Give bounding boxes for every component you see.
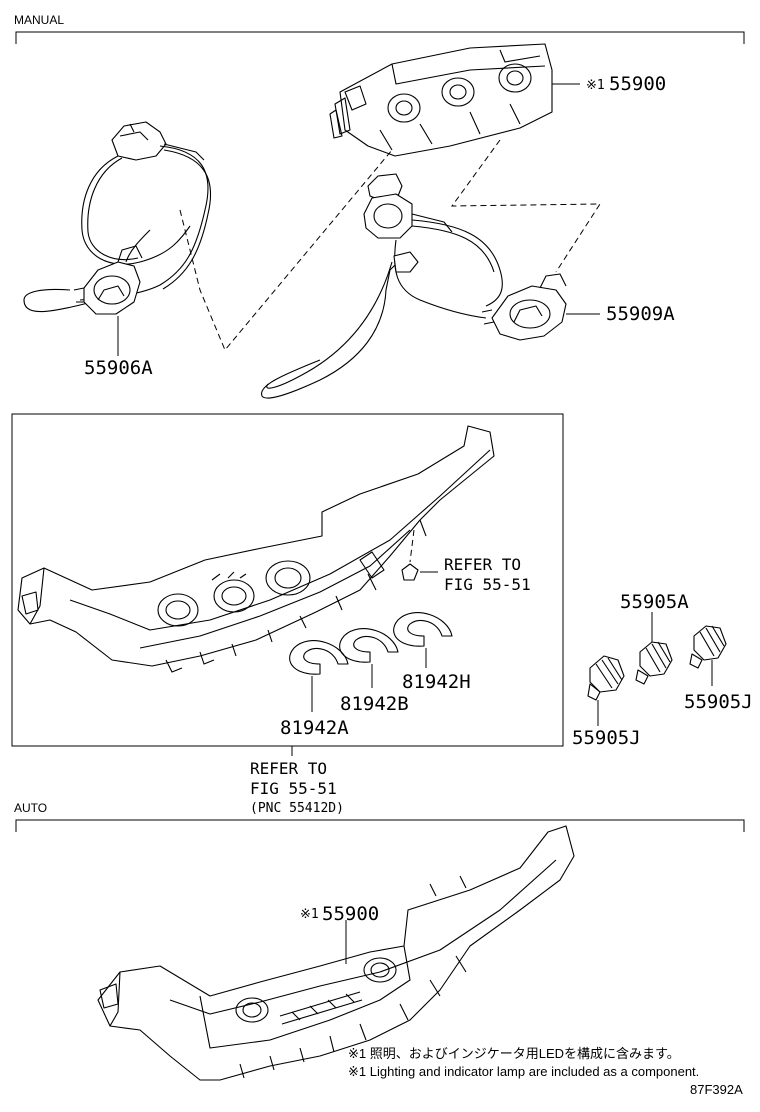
- label-81942H: 81942H: [402, 671, 471, 693]
- control-panel-auto-drawing: [97, 825, 575, 1081]
- bulb-55905J-right-drawing: [689, 625, 727, 669]
- label-55909A: 55909A: [606, 303, 675, 325]
- footnote-japanese: ※1 照明、およびインジケータ用LEDを構成に含みます。: [348, 1046, 680, 1061]
- socket-wire-55906A-drawing: [23, 121, 212, 315]
- label-55900-top: 55900: [609, 73, 666, 95]
- label-81942A: 81942A: [280, 717, 349, 739]
- refer-panel-line3: (PNC 55412D): [250, 801, 344, 816]
- section-bracket-manual: [15, 31, 745, 44]
- section-bracket-auto: [15, 819, 745, 832]
- ring-81942A-drawing: [289, 640, 349, 675]
- refer-panel-line1: REFER TO: [250, 759, 327, 778]
- section-label-manual: MANUAL: [14, 13, 64, 27]
- bulb-55905J-left-drawing: [587, 655, 625, 701]
- label-55905A: 55905A: [620, 591, 689, 613]
- socket-wire-55909A-drawing: [261, 173, 567, 399]
- label-55906A: 55906A: [84, 357, 153, 379]
- label-55900-auto: 55900: [322, 903, 379, 925]
- label-55905J-left: 55905J: [572, 727, 641, 749]
- label-81942B: 81942B: [340, 693, 409, 715]
- bulb-55905A-drawing: [635, 641, 673, 685]
- panel-box: [11, 413, 564, 747]
- footnote-english: ※1 Lighting and indicator lamp are inclu…: [348, 1064, 699, 1079]
- control-unit-55900-drawing: [329, 43, 553, 157]
- refer-panel-line2: FIG 55-51: [250, 779, 337, 798]
- refer-clip-line2: FIG 55-51: [444, 575, 531, 594]
- refer-dash-clip: [409, 529, 415, 563]
- mark-55900-top: ※1: [586, 78, 605, 93]
- assembly-line-right: [451, 139, 601, 273]
- label-55905J-right: 55905J: [684, 691, 753, 713]
- ring-81942H-drawing: [393, 612, 453, 647]
- refer-clip-line1: REFER TO: [444, 555, 521, 574]
- mark-55900-auto: ※1: [300, 907, 319, 922]
- section-label-auto: AUTO: [14, 801, 47, 815]
- clip-part-drawing: [401, 563, 419, 581]
- ring-81942B-drawing: [339, 628, 399, 663]
- control-panel-drawing: [17, 425, 495, 673]
- assembly-line-left: [179, 149, 393, 351]
- figure-code: 87F392A: [690, 1082, 743, 1097]
